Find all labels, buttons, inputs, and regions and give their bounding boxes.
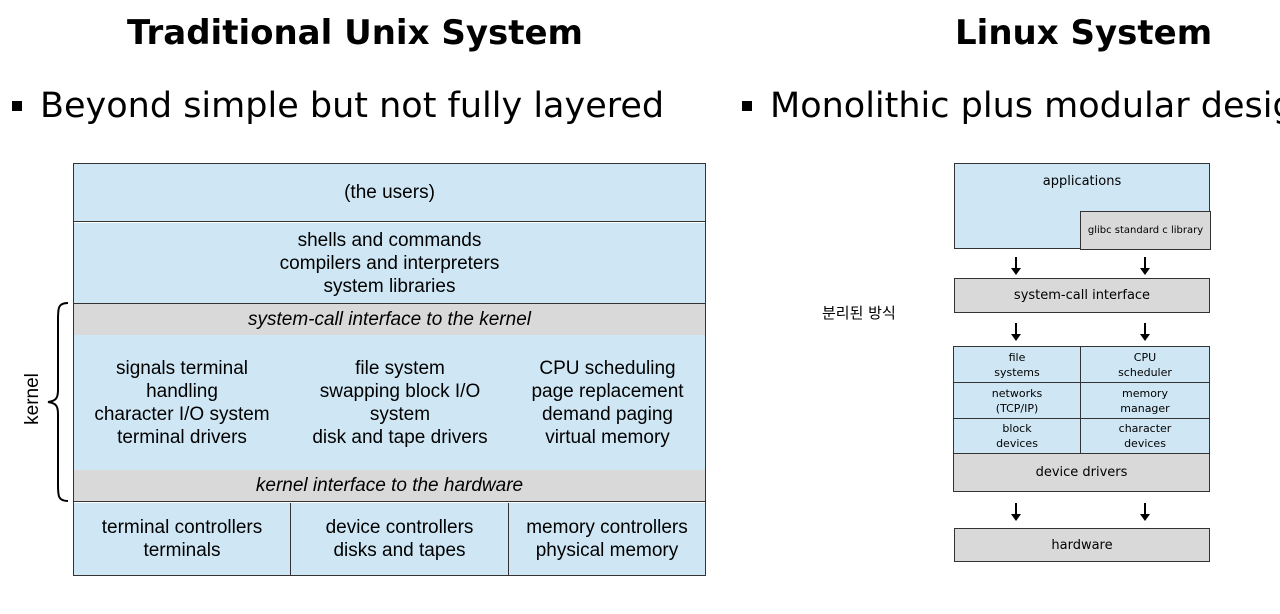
kernel-text: signals terminal bbox=[116, 357, 248, 379]
kernel-layer: signals terminal handling character I/O … bbox=[74, 335, 705, 470]
side-note: 분리된 방식 bbox=[822, 304, 896, 322]
unix-frame bbox=[73, 163, 706, 576]
kernel-col-2: file system swapping block I/O system di… bbox=[290, 335, 510, 470]
right-bullet-text: Monolithic plus modular design bbox=[770, 86, 1280, 126]
block-devices-cell: block devices bbox=[954, 419, 1081, 453]
module-text: character bbox=[1118, 422, 1172, 435]
kernel-text: terminal drivers bbox=[117, 426, 247, 448]
left-bullet-text: Beyond simple but not fully layered bbox=[40, 86, 665, 126]
controller-text: terminals bbox=[143, 540, 221, 561]
applications-label: applications bbox=[1042, 174, 1122, 189]
syscall-interface-layer: system-call interface to the kernel bbox=[74, 303, 705, 335]
kernel-text: demand paging bbox=[541, 403, 673, 425]
kernel-brace-icon bbox=[47, 302, 69, 502]
syscall-interface-box: system-call interface bbox=[954, 278, 1210, 313]
libraries-line: system libraries bbox=[323, 275, 456, 297]
module-text: devices bbox=[1124, 437, 1166, 450]
device-controllers-cell: device controllers disks and tapes bbox=[291, 503, 509, 575]
applications-box: applications glibc standard c library bbox=[954, 163, 1211, 250]
networks-cell: networks(TCP/IP) bbox=[954, 383, 1081, 419]
kernel-text: CPU scheduling bbox=[539, 357, 676, 379]
module-text: file bbox=[1008, 350, 1026, 364]
kernel-text: system bbox=[369, 403, 431, 425]
controller-text: physical memory bbox=[535, 540, 679, 561]
kernel-text: swapping block I/O bbox=[319, 380, 481, 402]
module-text: systems bbox=[994, 365, 1040, 379]
arrow-down-icon bbox=[1011, 323, 1021, 341]
module-text: (TCP/IP) bbox=[995, 401, 1039, 415]
bullet-square-icon bbox=[742, 101, 752, 111]
module-text: manager bbox=[1120, 401, 1170, 415]
module-text: CPU bbox=[1133, 350, 1157, 364]
kernel-text: disk and tape drivers bbox=[312, 426, 488, 448]
memory-controllers-cell: memory controllers physical memory bbox=[509, 503, 705, 575]
shells-line: shells and commands bbox=[297, 229, 482, 251]
device-drivers-box: device drivers bbox=[953, 453, 1210, 492]
arrow-down-icon bbox=[1011, 503, 1021, 521]
left-bullet: Beyond simple but not fully layered bbox=[12, 84, 664, 128]
kernel-text: virtual memory bbox=[545, 426, 670, 448]
kernel-label-wrap: kernel bbox=[20, 370, 46, 430]
right-title: Linux System bbox=[955, 13, 1213, 53]
kernel-col-3: CPU scheduling page replacement demand p… bbox=[510, 335, 705, 470]
users-layer: (the users) bbox=[74, 164, 705, 222]
module-text: block bbox=[1002, 422, 1032, 435]
hardware-box: hardware bbox=[954, 528, 1210, 562]
controller-text: memory controllers bbox=[526, 517, 688, 538]
module-text: devices bbox=[996, 437, 1038, 450]
left-title: Traditional Unix System bbox=[127, 13, 583, 53]
controller-text: device controllers bbox=[325, 517, 474, 538]
arrow-down-icon bbox=[1140, 257, 1150, 275]
compilers-line: compilers and interpreters bbox=[279, 252, 500, 274]
kernel-text: page replacement bbox=[531, 380, 684, 402]
module-text: networks bbox=[991, 386, 1043, 400]
controller-text: terminal controllers bbox=[101, 517, 263, 538]
kernel-label: kernel bbox=[22, 373, 43, 425]
terminal-controllers-cell: terminal controllers terminals bbox=[74, 503, 291, 575]
shells-layer: shells and commands compilers and interp… bbox=[74, 223, 705, 303]
right-bullet: Monolithic plus modular design bbox=[742, 84, 1280, 128]
controllers-layer: terminal controllers terminals device co… bbox=[74, 503, 705, 575]
module-text: memory bbox=[1122, 386, 1168, 400]
kernel-text: character I/O system bbox=[94, 403, 270, 425]
arrow-down-icon bbox=[1140, 503, 1150, 521]
hardware-interface-layer: kernel interface to the hardware bbox=[74, 470, 705, 502]
bullet-square-icon bbox=[12, 101, 22, 111]
character-devices-cell: character devices bbox=[1081, 419, 1209, 453]
module-text: scheduler bbox=[1118, 365, 1172, 379]
controller-text: disks and tapes bbox=[333, 540, 466, 561]
glibc-box: glibc standard c library bbox=[1080, 211, 1211, 250]
arrow-down-icon bbox=[1011, 257, 1021, 275]
arrow-down-icon bbox=[1140, 323, 1150, 341]
kernel-col-1: signals terminal handling character I/O … bbox=[74, 335, 290, 470]
kernel-text: handling bbox=[146, 380, 218, 402]
kernel-text: file system bbox=[355, 357, 445, 379]
